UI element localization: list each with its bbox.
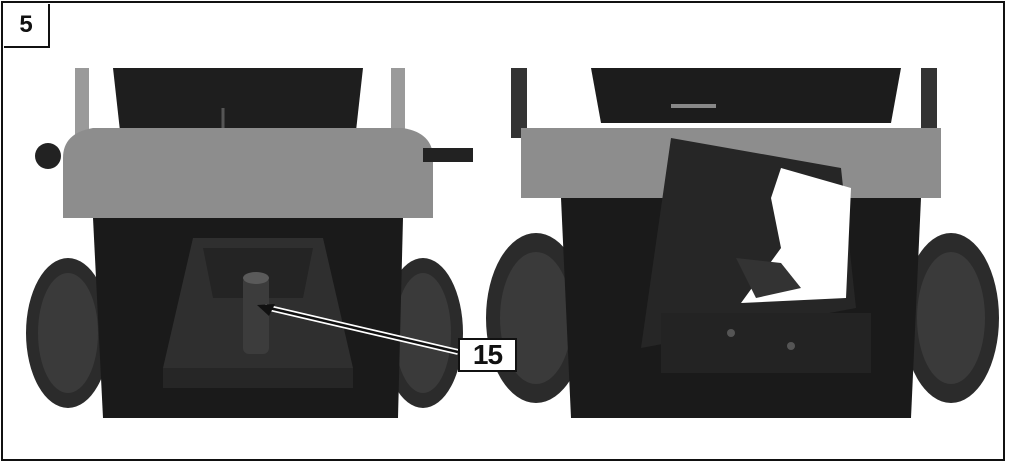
handle-right-stub bbox=[921, 68, 937, 138]
photo-left-mower-rear bbox=[23, 48, 483, 428]
photo-right-mower-rear bbox=[481, 48, 1001, 428]
callout-arrow bbox=[257, 304, 459, 355]
mower-rear-illustration-right bbox=[486, 68, 999, 418]
deck-housing bbox=[63, 128, 433, 218]
step-number-badge: 5 bbox=[4, 4, 50, 48]
right-lever bbox=[423, 148, 473, 162]
callout-label-15: 15 bbox=[458, 338, 517, 372]
pin-15 bbox=[243, 276, 269, 354]
handle-left-stub bbox=[511, 68, 527, 138]
callout-number: 15 bbox=[472, 339, 503, 370]
rear-flap-raised bbox=[591, 68, 901, 123]
left-knob bbox=[35, 143, 61, 169]
mower-rear-illustration-left bbox=[26, 68, 473, 418]
grass-guard-flap bbox=[736, 258, 801, 298]
step-number: 5 bbox=[19, 11, 33, 38]
